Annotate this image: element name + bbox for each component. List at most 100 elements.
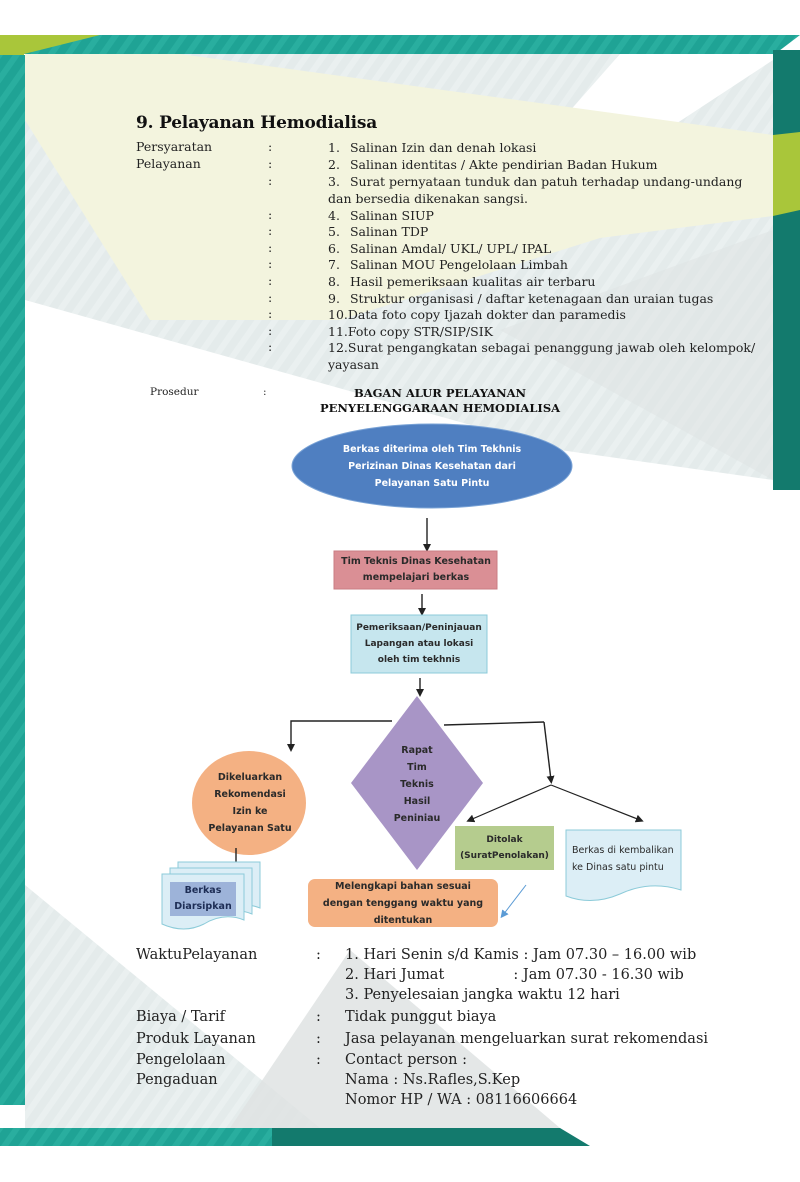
requirements-label-line2: Pelayanan: [136, 156, 201, 171]
procedure-label: Prosedur: [150, 386, 199, 398]
approved-ellipse: [192, 751, 306, 855]
service-hours-label: WaktuPelayanan: [136, 947, 258, 963]
colon: :: [316, 1009, 321, 1025]
item-text: Foto copy STR/SIP/SIK: [347, 324, 493, 339]
review-box: [333, 550, 498, 590]
returned-text: Berkas di kembalikan ke Dinas satu pintu: [572, 845, 674, 873]
colon: :: [268, 223, 273, 238]
complete-text: Melengkapi bahan sesuai dengan tenggang …: [322, 880, 484, 926]
item-text: Salinan TDP: [349, 224, 429, 239]
fee-label: Biaya / Tarif: [136, 1009, 226, 1025]
colon: :: [268, 273, 273, 288]
service-hours-line: 2. Hari Jumat : Jam 07.30 - 16.30 wib: [345, 967, 684, 983]
item-number: 7.: [328, 257, 340, 272]
item-text: Salinan SIUP: [349, 208, 434, 223]
requirements-label-line1: Persyaratan: [136, 139, 213, 154]
arrow-right-down: [543, 721, 555, 784]
item-number: 6.: [328, 241, 340, 256]
product-value: Jasa pelayanan mengeluarkan surat rekome…: [345, 1031, 709, 1047]
decision-text: Rapat Tim Teknis Hasil Peniniau: [393, 744, 441, 824]
product-label: Produk Layanan: [136, 1031, 256, 1047]
rejected-text: Ditolak (SuratPenolakan): [460, 835, 549, 861]
item-number: 3.: [328, 174, 340, 189]
colon: :: [268, 139, 273, 154]
colon: :: [268, 240, 273, 255]
item-number: 10.: [328, 307, 348, 322]
arrow-returned-to-complete: [500, 884, 527, 919]
panel-cream-wedge: [25, 54, 773, 320]
item-number: 1.: [328, 140, 340, 155]
item-number: 4.: [328, 208, 340, 223]
colon: :: [268, 290, 273, 305]
frame-bottom-dark: [272, 1128, 590, 1146]
start-text: Berkas diterima oleh Tim Tekhnis Perizin…: [342, 443, 522, 489]
colon: :: [268, 306, 273, 321]
item-text: Salinan Izin dan denah lokasi: [349, 140, 537, 155]
requirement-item: 10.Data foto copy Ijazah dokter dan para…: [328, 306, 758, 323]
item-text: Data foto copy Ijazah dokter dan paramed…: [347, 307, 626, 322]
page-title: 9. Pelayanan Hemodialisa: [136, 113, 378, 133]
rejected-box: [455, 826, 554, 870]
requirement-item: 12.Surat pengangkatan sebagai penanggung…: [328, 339, 758, 373]
service-hours-line: 1. Hari Senin s/d Kamis : Jam 07.30 – 16…: [345, 947, 697, 963]
branch-decision-right: [443, 721, 545, 726]
review-text: Tim Teknis Dinas Kesehatan mempelajari b…: [341, 556, 491, 583]
requirement-item: 11.Foto copy STR/SIP/SIK: [328, 323, 758, 340]
arrow-to-returned: [550, 784, 644, 823]
arrow-to-rejected: [466, 784, 552, 823]
item-number: 9.: [328, 291, 340, 306]
requirement-item: 5. Salinan TDP: [328, 223, 758, 240]
contact-phone: Nomor HP / WA : 08116606664: [345, 1092, 578, 1108]
colon: :: [316, 947, 321, 963]
contact-name: Nama : Ns.Rafles,S.Kep: [345, 1072, 521, 1088]
inspection-box: [350, 614, 488, 674]
colon: :: [316, 1052, 321, 1068]
colon: :: [268, 256, 273, 271]
approved-text: Dikeluarkan Rekomendasi Izin ke Pelayana…: [208, 772, 292, 834]
item-text: Surat pernyataan tunduk dan patuh terhad…: [328, 174, 743, 206]
colon: :: [268, 207, 273, 222]
fee-value: Tidak punggut biaya: [345, 1009, 497, 1025]
decision-diamond: [351, 696, 483, 870]
item-text: Salinan Amdal/ UKL/ UPL/ IPAL: [349, 241, 552, 256]
item-number: 8.: [328, 274, 340, 289]
requirement-item: 1. Salinan Izin dan denah lokasi: [328, 139, 758, 156]
panel-grey-bottom-mid: [230, 950, 560, 1128]
requirement-item: 7. Salinan MOU Pengelolaan Limbah: [328, 256, 758, 273]
returned-document: [565, 829, 682, 901]
item-text: Hasil pemeriksaan kualitas air terbaru: [349, 274, 596, 289]
item-text: Salinan identitas / Akte pendirian Badan…: [349, 157, 658, 172]
start-ellipse: [291, 423, 573, 509]
colon: :: [268, 156, 273, 171]
archived-text: Berkas Diarsipkan: [174, 885, 232, 912]
item-text: Struktur organisasi / daftar ketenagaan …: [349, 291, 714, 306]
flowchart-title-line1: BAGAN ALUR PELAYANAN: [353, 386, 527, 400]
item-number: 11.: [328, 324, 348, 339]
contact-line: Contact person :: [345, 1052, 467, 1068]
service-hours-line: 3. Penyelesaian jangka waktu 12 hari: [345, 987, 620, 1003]
requirement-item: 4. Salinan SIUP: [328, 207, 758, 224]
item-number: 5.: [328, 224, 340, 239]
panel-grey-bottom-left: [25, 885, 320, 1128]
requirement-item: 8. Hasil pemeriksaan kualitas air terbar…: [328, 273, 758, 290]
frame-right-lime: [773, 132, 800, 216]
item-text: Surat pengangkatan sebagai penanggung ja…: [328, 340, 756, 372]
colon: :: [268, 173, 273, 188]
panel-grey-right: [500, 230, 773, 480]
arrow-decision-to-approved: [287, 720, 392, 752]
colon: :: [268, 339, 273, 354]
item-number: 2.: [328, 157, 340, 172]
colon: :: [263, 386, 267, 398]
requirement-item: 9. Struktur organisasi / daftar ketenaga…: [328, 290, 758, 307]
complaints-label-line1: Pengelolaan: [136, 1052, 226, 1068]
frame-right-band: [773, 50, 800, 490]
item-number: 12.: [328, 340, 348, 355]
complete-box: [308, 879, 498, 927]
requirement-item: 3. Surat pernyataan tunduk dan patuh ter…: [328, 173, 758, 207]
requirement-item: 2. Salinan identitas / Akte pendirian Ba…: [328, 156, 758, 173]
frame-top-band: [0, 35, 800, 54]
colon: :: [316, 1031, 321, 1047]
inspection-text: Pemeriksaan/Peninjauan Lapangan atau lok…: [356, 623, 482, 665]
flowchart-title-line2: PENYELENGGARAAN HEMODIALISA: [319, 401, 561, 415]
